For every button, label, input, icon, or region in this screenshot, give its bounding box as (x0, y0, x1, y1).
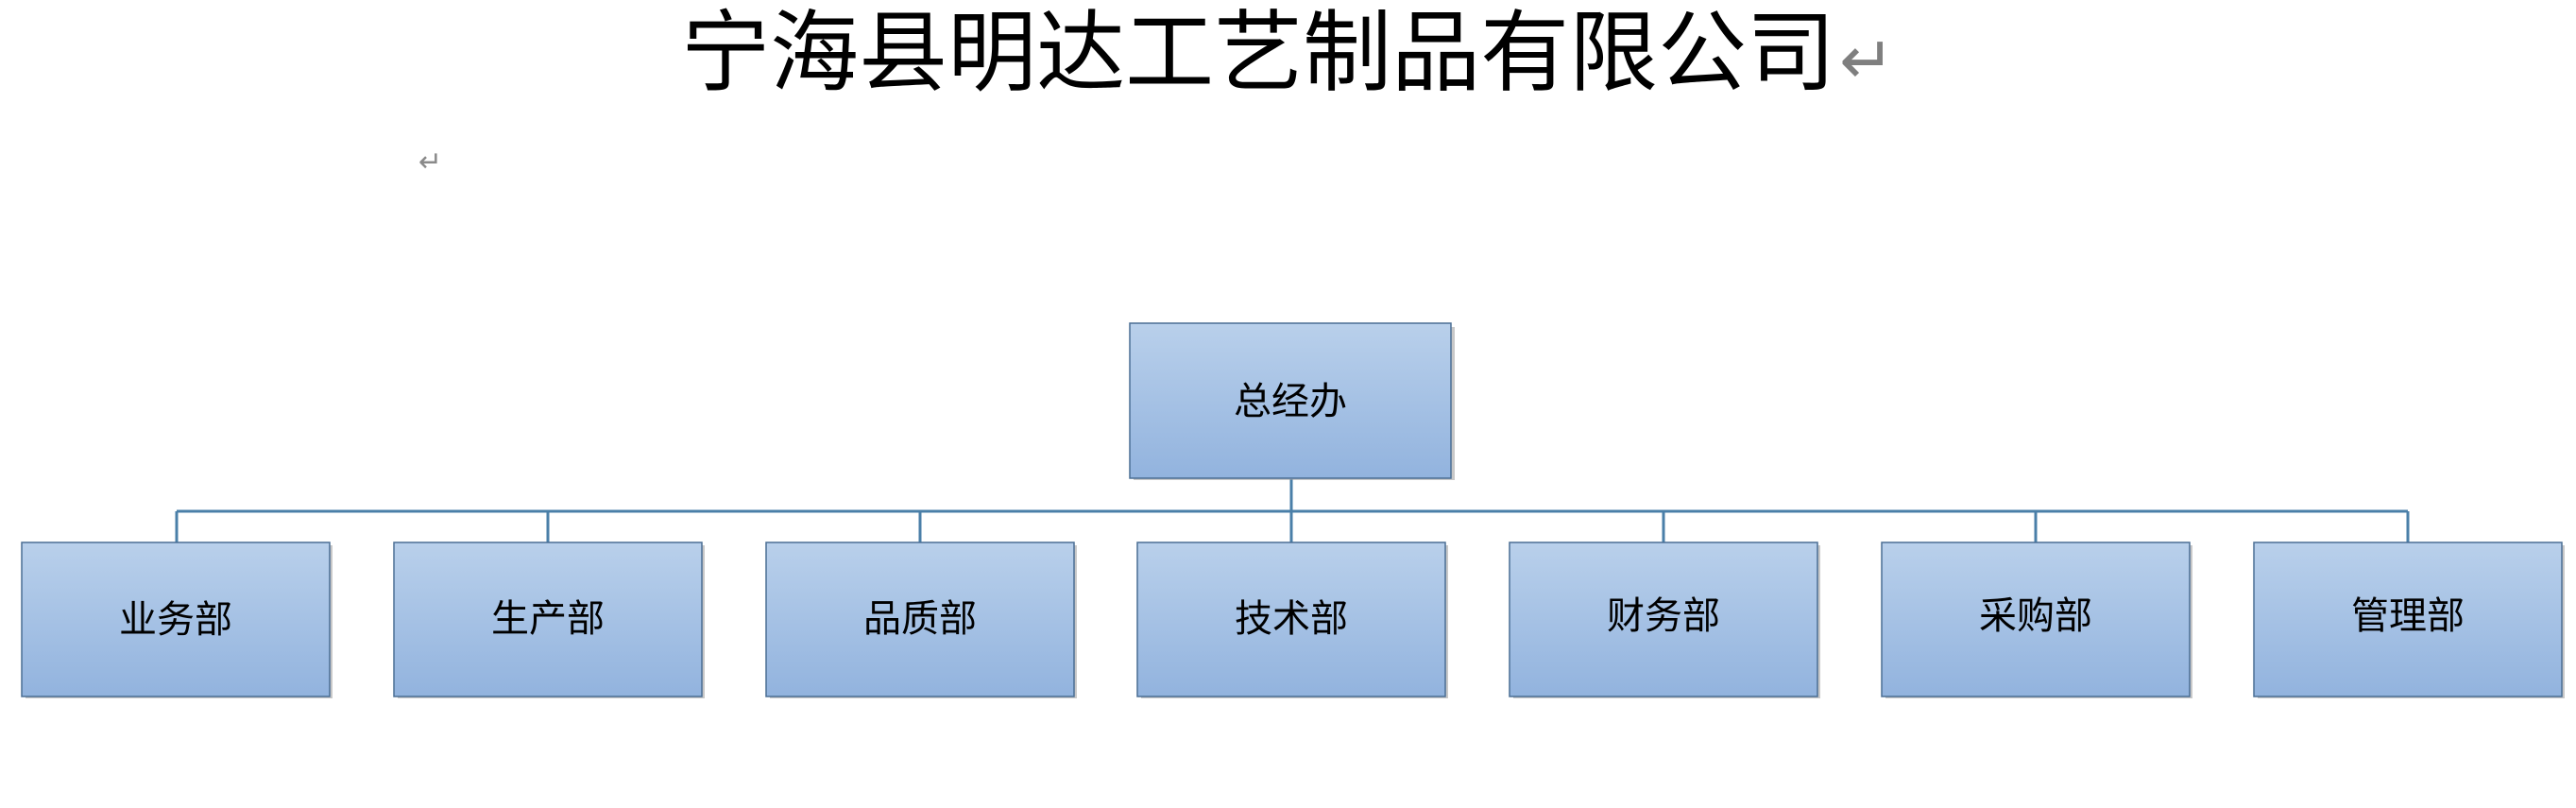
node-label: 技术部 (1235, 597, 1348, 641)
org-node-department[interactable]: 采购部 (1881, 542, 2192, 698)
node-box (1129, 322, 1452, 479)
org-node-department[interactable]: 管理部 (2253, 542, 2565, 698)
node-label: 财务部 (1607, 594, 1720, 638)
node-box (1881, 542, 2191, 697)
page-title-text: 宁海县明达工艺制品有限公司 (681, 2, 1836, 105)
node-box (2253, 542, 2563, 697)
node-label-root: 总经办 (1234, 380, 1347, 423)
org-node-department[interactable]: 品质部 (765, 542, 1077, 698)
node-label: 业务部 (119, 598, 232, 642)
org-node-department[interactable]: 生产部 (393, 542, 705, 698)
node-label: 生产部 (491, 597, 605, 641)
page-title: 宁海县明达工艺制品有限公司↵ (0, 2, 2576, 112)
org-node-root[interactable]: 总经办 (1129, 322, 1455, 480)
paragraph-mark-icon: ↵ (1839, 22, 1895, 99)
node-box (765, 542, 1075, 697)
empty-paragraph-mark-icon: ↵ (418, 146, 443, 179)
node-label: 采购部 (1979, 594, 2092, 638)
node-box (1136, 542, 1446, 697)
node-label: 管理部 (2351, 594, 2465, 638)
org-node-department[interactable]: 技术部 (1136, 542, 1448, 698)
node-box (21, 542, 331, 697)
org-node-department[interactable]: 业务部 (21, 542, 333, 698)
node-box (393, 542, 703, 697)
org-node-department[interactable]: 财务部 (1509, 542, 1820, 698)
node-label: 品质部 (863, 597, 977, 641)
connector-lines (175, 479, 2410, 542)
node-box (1509, 542, 1818, 697)
